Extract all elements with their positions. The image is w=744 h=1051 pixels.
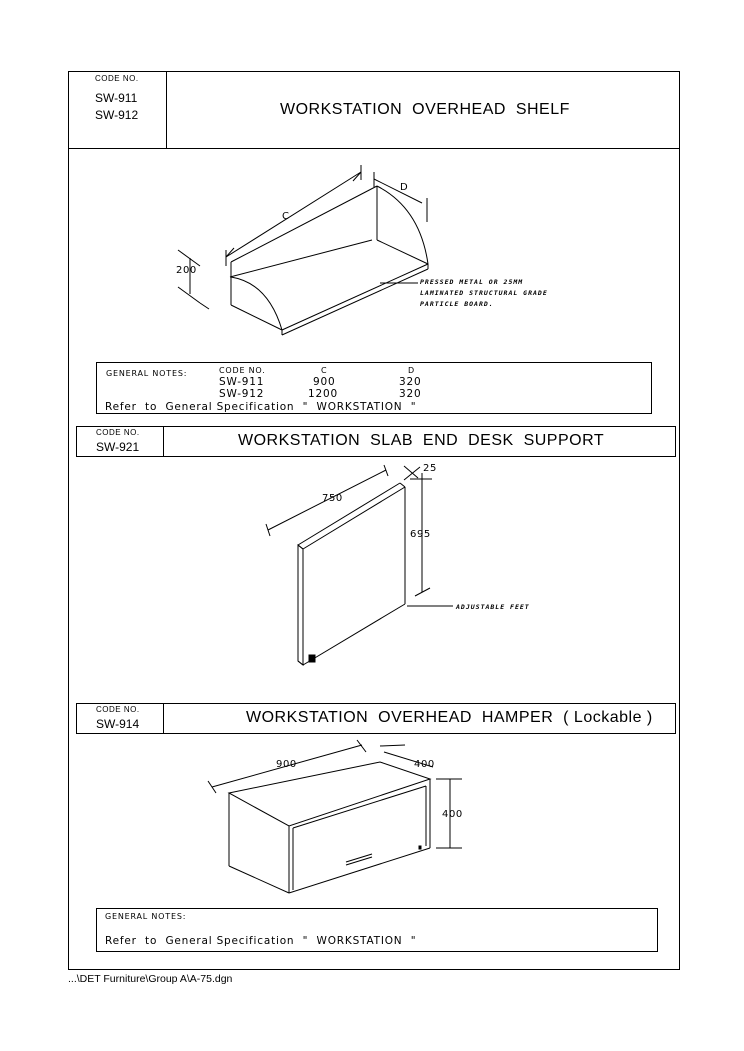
dim-750-label: 750 bbox=[322, 493, 343, 504]
section1-notes-label: GENERAL NOTES: bbox=[106, 369, 188, 378]
dim-d-label: D bbox=[400, 182, 409, 193]
section2-title: WORKSTATION SLAB END DESK SUPPORT bbox=[238, 432, 605, 449]
section2-code: SW-921 bbox=[96, 440, 140, 454]
material-note-line-1: PRESSED METAL OR 25MM bbox=[420, 278, 524, 286]
table-row-2-c: 1200 bbox=[308, 388, 338, 400]
dimension-400-height bbox=[436, 778, 462, 849]
section2-code-cell bbox=[76, 426, 164, 457]
table-row-2-d: 320 bbox=[399, 388, 422, 400]
section1-code-1: SW-911 bbox=[95, 91, 138, 105]
table-header-d: D bbox=[408, 366, 415, 375]
dimension-400-depth bbox=[379, 744, 434, 768]
section1-code-label: CODE NO. bbox=[95, 74, 139, 83]
table-row-1-d: 320 bbox=[399, 376, 422, 388]
file-path: ...\DET Furniture\Group A\A-75.dgn bbox=[68, 973, 233, 985]
section3-notes-label: GENERAL NOTES: bbox=[105, 912, 187, 921]
dimension-d bbox=[373, 172, 428, 222]
dim-400-depth-label: 400 bbox=[414, 759, 435, 770]
section3-code-cell bbox=[76, 703, 164, 734]
table-row-2-code: SW-912 bbox=[219, 388, 265, 400]
table-row-1-code: SW-911 bbox=[219, 376, 265, 388]
feet-note: ADJUSTABLE FEET bbox=[456, 603, 530, 611]
dim-400-height-label: 400 bbox=[442, 809, 463, 820]
shelf-body bbox=[229, 185, 429, 336]
dimension-900 bbox=[207, 739, 367, 794]
dim-25-label: 25 bbox=[423, 463, 437, 474]
section3-notes-box bbox=[96, 908, 658, 952]
dimension-c bbox=[225, 165, 362, 266]
material-note-line-2: LAMINATED STRUCTURAL GRADE bbox=[420, 289, 548, 297]
dimension-750 bbox=[265, 464, 389, 537]
section1-code-2: SW-912 bbox=[95, 108, 139, 122]
section1-notes-box bbox=[96, 362, 652, 414]
dim-900-label: 900 bbox=[276, 759, 297, 770]
table-row-1-c: 900 bbox=[313, 376, 336, 388]
section3-code: SW-914 bbox=[96, 717, 140, 731]
section3-title: WORKSTATION OVERHEAD HAMPER ( Lockable ) bbox=[246, 709, 653, 726]
section1-code-cell bbox=[68, 71, 167, 149]
section3-refer: Refer to General Specification " WORKSTA… bbox=[105, 935, 417, 947]
section3-code-label: CODE NO. bbox=[96, 705, 140, 714]
section1-title: WORKSTATION OVERHEAD SHELF bbox=[280, 101, 570, 118]
dim-695-label: 695 bbox=[410, 529, 431, 540]
slab-panel bbox=[297, 482, 406, 667]
dimension-200 bbox=[177, 249, 210, 310]
section2-code-label: CODE NO. bbox=[96, 428, 140, 437]
dim-c-label: C bbox=[282, 211, 290, 222]
table-header-c: C bbox=[321, 366, 328, 375]
section1-refer: Refer to General Specification " WORKSTA… bbox=[105, 401, 417, 413]
dim-200-label: 200 bbox=[176, 265, 197, 276]
dimension-25 bbox=[403, 465, 421, 481]
hamper-body bbox=[227, 761, 432, 894]
dimension-695 bbox=[410, 473, 432, 597]
table-header-code: CODE NO. bbox=[219, 366, 266, 375]
material-note-line-3: PARTICLE BOARD. bbox=[420, 300, 494, 308]
